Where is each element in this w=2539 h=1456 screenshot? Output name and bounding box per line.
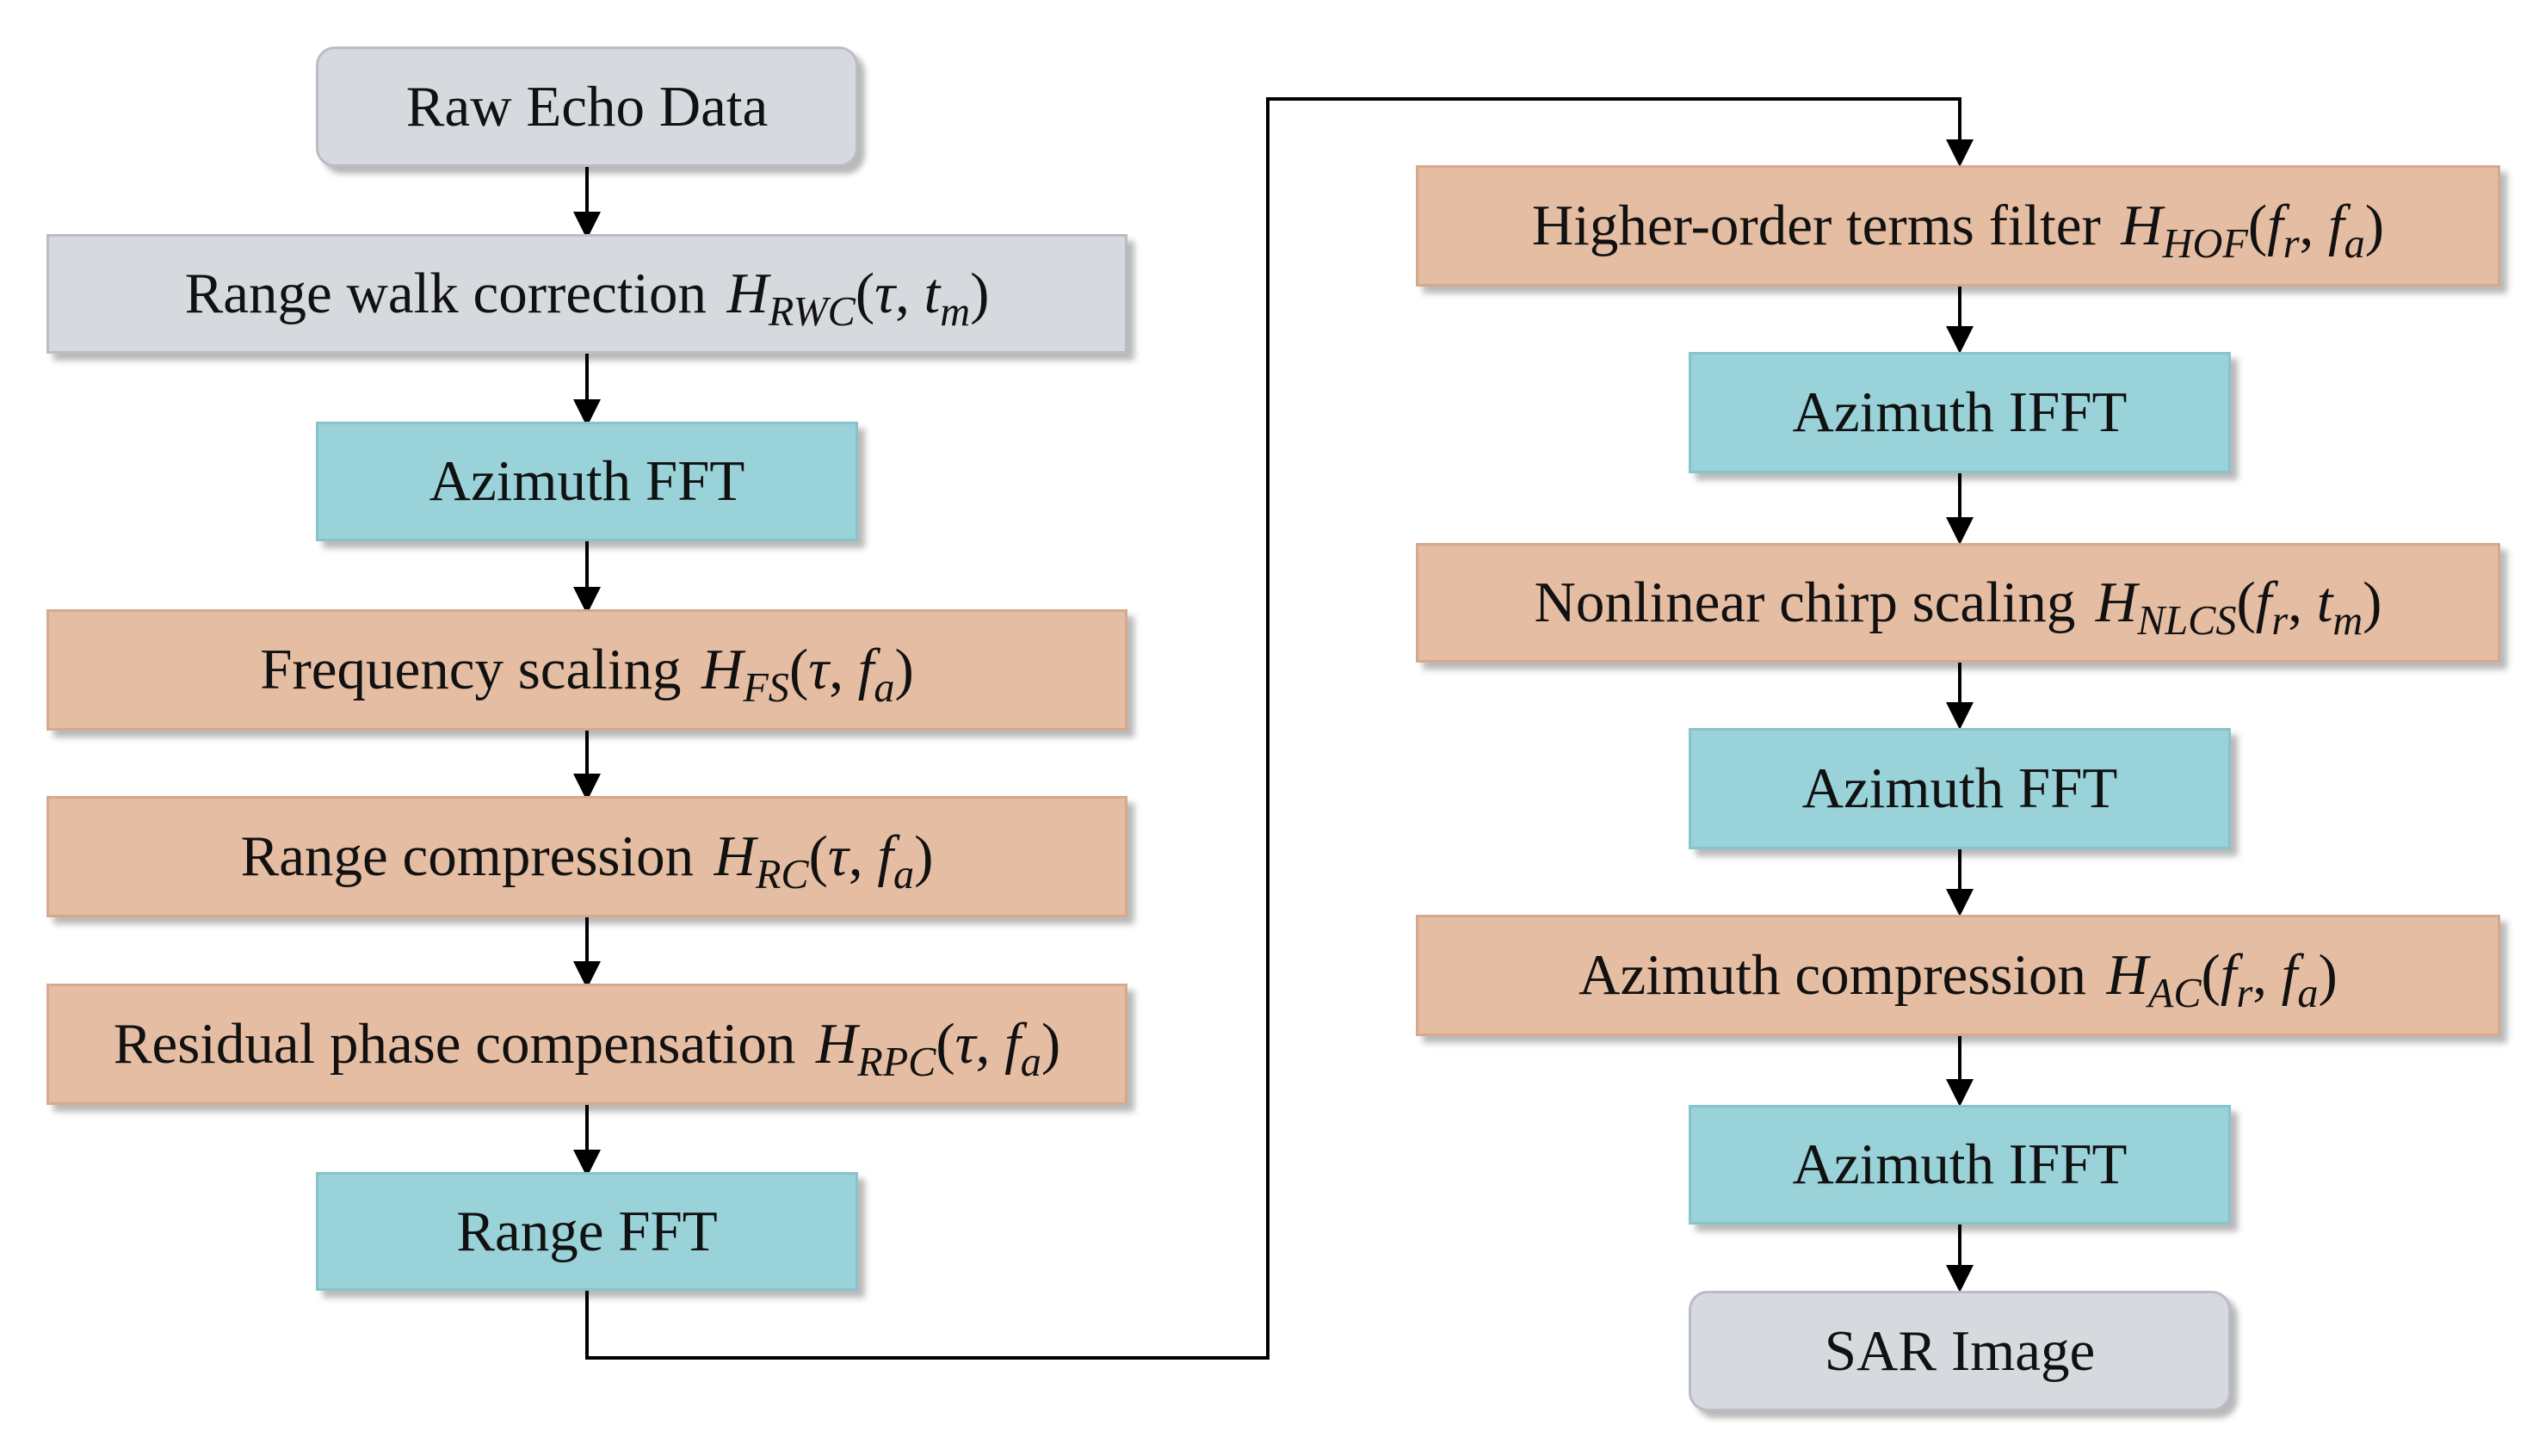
azimuth-ifft-label-1: Azimuth IFFT: [1792, 380, 2128, 444]
raw-echo-data-label: Raw Echo Data: [405, 74, 769, 139]
range-compression-formula: HRC(τ, fa): [714, 824, 934, 898]
nonlinear-chirp-scaling-box: Nonlinear chirp scaling HNLCS(fr, tm): [1416, 543, 2500, 663]
residual-phase-compensation-label: Residual phase compensation: [113, 1012, 796, 1076]
azimuth-ifft-box-1: Azimuth IFFT: [1689, 352, 2231, 473]
azimuth-ifft-label-2: Azimuth IFFT: [1792, 1132, 2128, 1196]
azimuth-fft-box-2: Azimuth FFT: [1689, 728, 2231, 849]
arrow-rfft-to-hof: [585, 97, 1974, 1360]
range-walk-correction-formula: HRWC(τ, tm): [726, 262, 990, 336]
range-walk-correction-label: Range walk correction: [184, 262, 707, 325]
higher-order-terms-filter-formula: HHOF(fr, fa): [2121, 194, 2385, 268]
range-compression-box: Range compression HRC(τ, fa): [46, 796, 1127, 917]
range-walk-correction-box: Range walk correction HRWC(τ, tm): [46, 234, 1127, 354]
residual-phase-compensation-formula: HRPC(τ, fa): [815, 1012, 1061, 1086]
azimuth-compression-formula: HAC(fr, fa): [2106, 943, 2338, 1017]
nonlinear-chirp-scaling-formula: HNLCS(fr, tm): [2095, 571, 2382, 645]
sar-image-label: SAR Image: [1824, 1318, 2096, 1383]
azimuth-ifft-box-2: Azimuth IFFT: [1689, 1105, 2231, 1225]
range-fft-label: Range FFT: [456, 1199, 718, 1263]
frequency-scaling-label: Frequency scaling: [260, 638, 682, 701]
azimuth-fft-box-1: Azimuth FFT: [316, 422, 858, 541]
azimuth-fft-label-2: Azimuth FFT: [1801, 756, 2118, 820]
higher-order-terms-filter-box: Higher-order terms filter HHOF(fr, fa): [1416, 165, 2500, 287]
higher-order-terms-filter-label: Higher-order terms filter: [1531, 194, 2101, 257]
azimuth-fft-label-1: Azimuth FFT: [429, 449, 745, 513]
azimuth-compression-box: Azimuth compression HAC(fr, fa): [1416, 915, 2500, 1036]
raw-echo-data-box: Raw Echo Data: [316, 46, 858, 167]
frequency-scaling-box: Frequency scaling HFS(τ, fa): [46, 609, 1127, 731]
nonlinear-chirp-scaling-label: Nonlinear chirp scaling: [1534, 571, 2076, 634]
residual-phase-compensation-box: Residual phase compensation HRPC(τ, fa): [46, 984, 1127, 1105]
sar-image-box: SAR Image: [1689, 1291, 2231, 1411]
range-fft-box: Range FFT: [316, 1172, 858, 1291]
frequency-scaling-formula: HFS(τ, fa): [701, 638, 914, 712]
range-compression-label: Range compression: [240, 824, 695, 888]
azimuth-compression-label: Azimuth compression: [1578, 943, 2087, 1007]
